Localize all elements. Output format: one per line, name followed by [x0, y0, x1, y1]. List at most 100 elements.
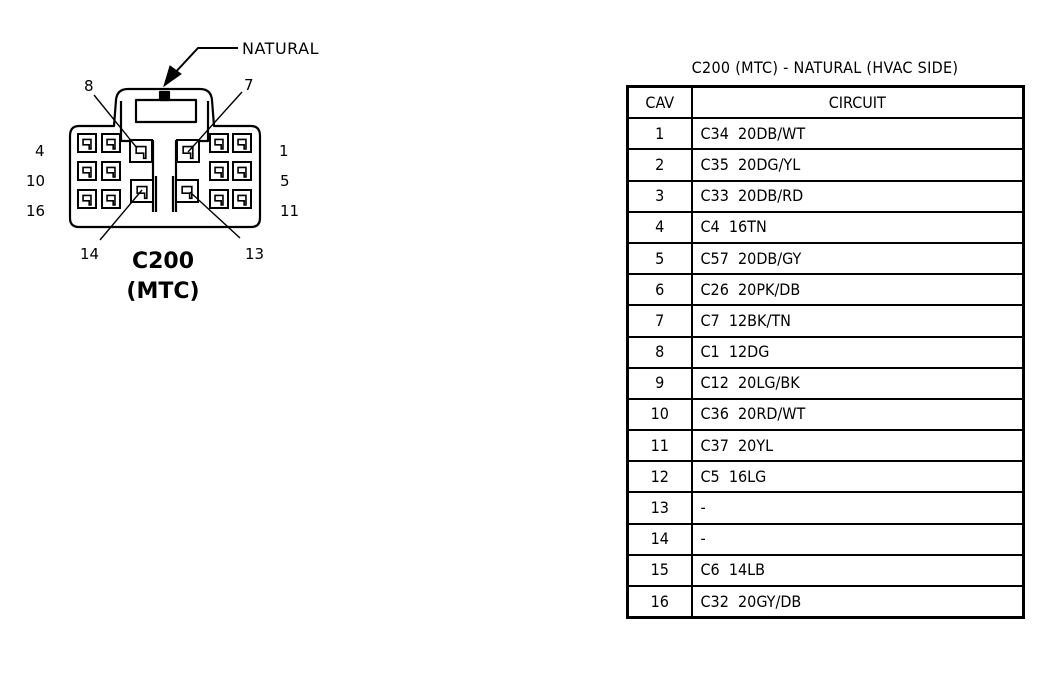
circuit-cell: C33 20DB/RD	[690, 179, 1025, 213]
cav-cell: 2	[626, 148, 693, 182]
circuit-cell: C7 12BK/TN	[690, 304, 1025, 338]
cav-cell: 10	[626, 397, 693, 432]
terminal	[181, 185, 193, 200]
pin-label-4: 4	[35, 142, 45, 160]
connector-diagram: NATURAL 8 7 4 10 16 1 5 11 14 13 C200 (M…	[26, 39, 319, 304]
header-cav: CAV	[626, 85, 693, 120]
terminal	[214, 138, 224, 150]
circuit-cell: C35 20DG/YL	[690, 148, 1025, 182]
connector-name: C200	[132, 249, 194, 274]
circuit-cell: C36 20RD/WT	[690, 397, 1025, 432]
connector-body-outline	[68, 87, 262, 229]
terminal	[214, 166, 224, 178]
terminal	[82, 194, 92, 206]
circuit-cell: C4 16TN	[690, 210, 1025, 244]
cav-cell: 5	[626, 241, 693, 276]
cav-cell: 14	[626, 522, 693, 556]
circuit-cell: C34 20DB/WT	[690, 117, 1025, 151]
terminal	[82, 138, 92, 150]
circuit-cell: C32 20GY/DB	[690, 585, 1025, 619]
cavity	[209, 161, 229, 181]
table-title: C200 (MTC) - NATURAL (HVAC SIDE)	[691, 58, 959, 77]
terminal	[106, 138, 116, 150]
center-divider	[154, 176, 175, 212]
cavity	[209, 133, 229, 153]
terminal	[237, 194, 247, 206]
cavity	[77, 133, 97, 153]
lock-tab-nub	[158, 90, 171, 102]
table-row: 14-	[626, 522, 1025, 556]
pin-label-7: 7	[244, 76, 254, 94]
cavity	[101, 189, 121, 209]
cavity	[77, 161, 97, 181]
circuit-cell: C26 20PK/DB	[690, 273, 1025, 307]
circuit-cell: C5 16LG	[690, 460, 1025, 494]
cav-cell: 8	[626, 335, 693, 369]
pin-label-13: 13	[245, 245, 264, 263]
terminal	[135, 145, 147, 160]
cav-cell: 16	[626, 585, 693, 619]
pin-label-14: 14	[80, 245, 99, 263]
cavity	[175, 179, 199, 203]
circuit-cell: C1 12DG	[690, 335, 1025, 369]
pin-label-11: 11	[280, 202, 299, 220]
cav-cell: 7	[626, 304, 693, 338]
circuit-cell: C6 14LB	[690, 553, 1025, 588]
cav-cell: 4	[626, 210, 693, 244]
header-circuit: CIRCUIT	[690, 85, 1025, 120]
pin-label-1: 1	[279, 142, 289, 160]
circuit-cell: C37 20YL	[690, 429, 1025, 463]
cav-cell: 12	[626, 460, 693, 494]
circuit-cell: -	[690, 522, 1025, 556]
cavity	[232, 189, 252, 209]
cavity	[101, 133, 121, 153]
cav-cell: 3	[626, 179, 693, 213]
table-header-row: CAV CIRCUIT	[626, 85, 1025, 120]
terminal	[82, 166, 92, 178]
terminal	[214, 194, 224, 206]
terminal	[106, 166, 116, 178]
cavity	[101, 161, 121, 181]
leader-lines	[93, 91, 243, 241]
cav-cell: 9	[626, 366, 693, 400]
natural-callout	[163, 47, 238, 88]
cav-cell: 11	[626, 429, 693, 463]
lock-tab	[134, 98, 198, 124]
cavity-group	[77, 133, 252, 209]
terminal	[136, 185, 148, 200]
terminal	[237, 138, 247, 150]
pin-label-16: 16	[26, 202, 45, 220]
cavity	[209, 189, 229, 209]
circuit-cell: C12 20LG/BK	[690, 366, 1025, 400]
pin-label-8: 8	[84, 77, 94, 95]
circuit-cell: C57 20DB/GY	[690, 241, 1025, 276]
natural-callout-label: NATURAL	[242, 39, 319, 58]
pin-label-5: 5	[280, 172, 290, 190]
connector-subname: (MTC)	[126, 279, 199, 304]
cavity	[232, 133, 252, 153]
cav-cell: 1	[626, 117, 693, 151]
cav-cell: 13	[626, 491, 693, 525]
cavity	[77, 189, 97, 209]
cav-cell: 15	[626, 553, 693, 588]
table-row: 13-	[626, 491, 1025, 525]
terminal	[106, 194, 116, 206]
cav-cell: 6	[626, 273, 693, 307]
cavity	[232, 161, 252, 181]
terminal	[237, 166, 247, 178]
